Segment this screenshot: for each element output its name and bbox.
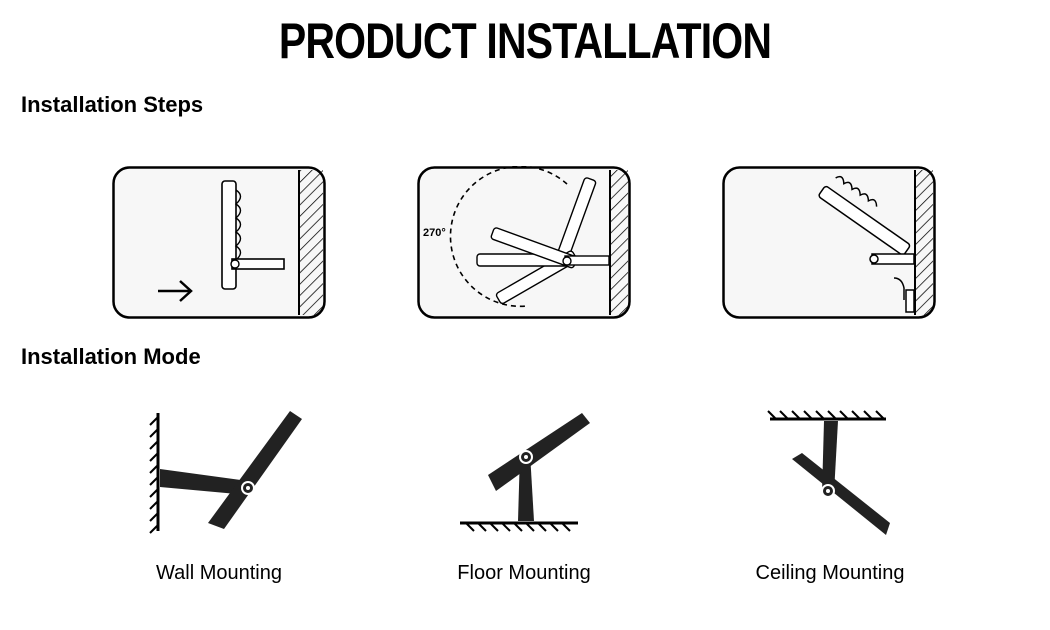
wall-mounting-label: Wall Mounting: [156, 562, 282, 584]
rotate-range-arc-icon: 270°: [417, 166, 631, 319]
step-panel-angled: [722, 166, 936, 319]
step-panel-rotate: 270°: [417, 166, 631, 319]
ceiling-mount-icon: [767, 410, 890, 535]
step-panel-attach: [112, 166, 326, 319]
wall-mount-icon: [149, 411, 302, 534]
floor-mount-icon: [460, 413, 590, 532]
wall-mount-figure: [140, 405, 320, 545]
rotation-angle-label: 270°: [423, 227, 446, 239]
angled-wall-mount-icon: [722, 166, 936, 319]
installation-mode-heading: Installation Mode: [21, 344, 201, 369]
page-title: PRODUCT INSTALLATION: [278, 13, 772, 69]
floor-mount-figure: [440, 405, 620, 545]
attach-to-wall-arrow-icon: [112, 166, 326, 319]
ceiling-mount-figure: [740, 405, 920, 545]
floor-mounting-label: Floor Mounting: [457, 562, 591, 584]
ceiling-mounting-label: Ceiling Mounting: [755, 562, 905, 584]
installation-steps-heading: Installation Steps: [21, 92, 204, 117]
